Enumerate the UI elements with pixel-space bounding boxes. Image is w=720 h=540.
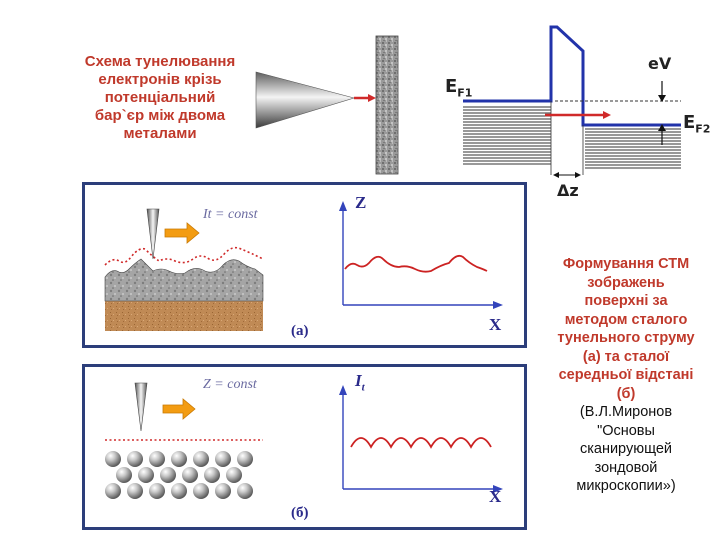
ef1-label: EF1 <box>445 76 472 100</box>
caption-line: поверхні за <box>584 293 668 309</box>
caption-line: металами <box>123 125 197 142</box>
reference-line: зондовой <box>594 459 658 476</box>
right-filled-states <box>585 128 681 169</box>
ef2-label: EF2 <box>683 112 710 136</box>
stm-tip-a <box>146 208 160 260</box>
stm-tip-cone <box>255 71 356 129</box>
left-filled-states <box>463 105 553 173</box>
tunneling-arrow-head <box>368 94 376 102</box>
caption-line: потенціальний <box>104 89 216 106</box>
axis-z-label: Z <box>355 193 367 212</box>
ef1-main: E <box>445 76 458 97</box>
metal-surface-block <box>375 35 399 175</box>
reference-line: (В.Л.Миронов <box>579 404 673 420</box>
stm-tip-b <box>134 382 148 432</box>
caption-line: (б) <box>616 385 636 402</box>
panel-b-constant-height: Z = const It X (б) <box>82 364 527 530</box>
caption-line: Формування СТМ <box>562 256 690 272</box>
z-topography-trace <box>344 254 488 273</box>
caption-line: методом сталого <box>564 311 688 328</box>
dz-arrow-head-right <box>575 172 581 178</box>
ev-arrow-up-head <box>658 124 666 131</box>
tunneling-caption: Схема тунелювання електронів крізь потен… <box>70 53 250 143</box>
dz-label: Δz <box>557 181 579 200</box>
caption-line: тунельного струму <box>557 330 695 346</box>
rough-surface <box>104 258 264 302</box>
ef1-sub: F1 <box>457 86 473 100</box>
caption-line: зображень <box>587 274 665 291</box>
axis-it-main: I <box>355 371 362 390</box>
caption-bold-block: Формування СТМ зображень поверхні за мет… <box>536 255 716 403</box>
dz-arrow-head-left <box>553 172 559 178</box>
substrate-layer <box>105 301 263 331</box>
reference-line: микроскопии») <box>576 478 676 494</box>
axis-it-label: It <box>355 371 365 393</box>
axis-z-arrowhead <box>339 201 347 211</box>
axis-x-arrowhead-b <box>493 485 503 493</box>
caption-line: (а) та сталої <box>582 348 670 365</box>
axis-it-arrowhead <box>339 385 347 395</box>
panel-b-graphics <box>105 382 503 499</box>
panel-a-graphics <box>104 201 503 331</box>
stm-modes-caption: Формування СТМ зображень поверхні за мет… <box>536 255 716 496</box>
atom-lattice <box>105 451 253 499</box>
axis-x-arrowhead-a <box>493 301 503 309</box>
ef2-main: E <box>683 112 696 133</box>
current-trace <box>350 437 492 449</box>
caption-line: бар`єр між двома <box>94 107 226 124</box>
panel-b-tag: (б) <box>291 505 309 521</box>
ev-label: eV <box>648 54 672 73</box>
caption-line: Схема тунелювання <box>84 53 236 70</box>
scan-direction-arrow-a <box>164 222 200 244</box>
electron-tunnel-arrow-head <box>603 111 611 119</box>
axis-x-label-a: X <box>489 315 502 334</box>
scan-direction-arrow-b <box>162 398 196 420</box>
energy-diagram <box>463 25 681 178</box>
caption-line: електронів крізь <box>98 71 222 88</box>
caption-line: середньої відстані <box>558 367 694 383</box>
panel-a-constant-current: It = const Z X (а) <box>82 182 527 348</box>
reference-line: "Основы <box>597 422 655 439</box>
axis-x-label-b: X <box>489 487 502 506</box>
reference-line: сканирующей <box>579 441 673 457</box>
mode-label-a: It = const <box>203 207 258 222</box>
mode-label-b: Z = const <box>203 377 257 392</box>
ev-arrow-down-head <box>658 95 666 102</box>
caption-reference-block: (В.Л.Миронов "Основы сканирующей зондово… <box>536 403 716 496</box>
tip-trajectory-dotted <box>104 246 264 266</box>
panel-a-tag: (а) <box>291 323 309 339</box>
axis-it-sub: t <box>361 381 365 394</box>
tip-sample-illustration <box>255 35 399 175</box>
ef2-sub: F2 <box>695 122 711 136</box>
